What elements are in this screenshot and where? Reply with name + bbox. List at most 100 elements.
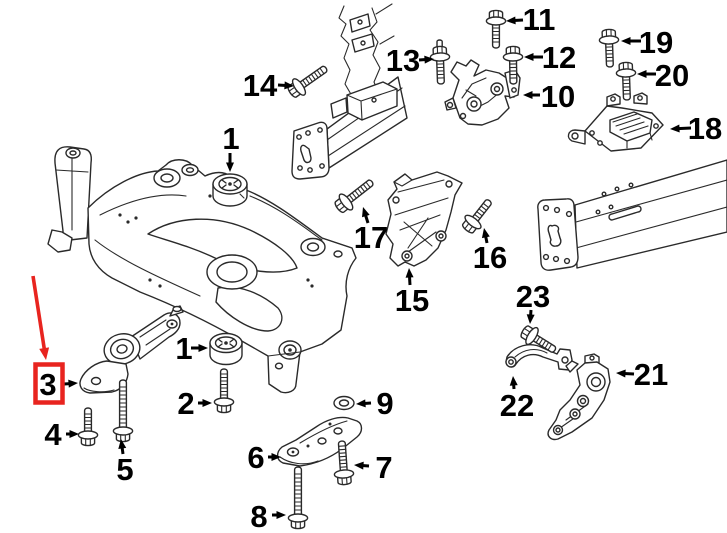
- callout-5: 5: [116, 439, 134, 487]
- callout-13: 13: [386, 43, 434, 78]
- callout-11-number: 11: [523, 2, 556, 37]
- callout-18-line: [677, 126, 692, 131]
- callout-20: 20: [637, 58, 689, 93]
- callout-21-arrowhead: [616, 369, 626, 378]
- callout-5-number: 5: [116, 452, 133, 487]
- callout-17-arrowhead: [362, 207, 370, 218]
- callout-8: 8: [250, 499, 286, 533]
- callout-6-arrowhead: [271, 453, 281, 461]
- part-18-transmission-mount: [567, 92, 664, 152]
- callout-14: 14: [243, 68, 294, 103]
- part-15-bracket: [385, 171, 463, 267]
- callout-12: 12: [524, 40, 576, 75]
- callout-2: 2: [177, 386, 212, 421]
- callout-4-number: 4: [44, 417, 62, 452]
- callout-10: 10: [523, 79, 575, 114]
- callout-15-arrowhead: [405, 268, 414, 278]
- callout-6: 6: [247, 440, 281, 475]
- callout-21-number: 21: [634, 357, 668, 392]
- bolt-20: [615, 61, 638, 102]
- stud-13: [429, 39, 452, 86]
- callout-22-number: 22: [500, 388, 534, 423]
- bolt-2: [213, 368, 235, 414]
- callout-4-arrowhead: [69, 430, 79, 438]
- callout-1-bottom-number: 1: [175, 331, 192, 366]
- callout-19-number: 19: [639, 25, 673, 60]
- callout-9: 9: [356, 386, 394, 421]
- part-9-washer: [333, 395, 355, 411]
- callout-7-arrowhead: [354, 461, 364, 470]
- callout-9-number: 9: [376, 386, 393, 421]
- part-1-mount-bushing-top: [212, 173, 248, 207]
- callout-16-arrowhead: [481, 228, 490, 239]
- callout-10-arrowhead: [523, 91, 533, 99]
- bracket-outline-top: [338, 3, 395, 111]
- callout-19-arrowhead: [621, 37, 631, 45]
- part-3-pendulum-support: [79, 305, 184, 394]
- callout-1-top: 1: [222, 121, 240, 172]
- callout-16-number: 16: [473, 240, 507, 275]
- callout-19: 19: [621, 25, 673, 60]
- callout-18: 18: [670, 111, 722, 146]
- callout-7-number: 7: [375, 450, 392, 485]
- callout-14-arrowhead: [284, 81, 294, 90]
- diagram-artwork: [47, 3, 727, 530]
- callout-17: 17: [354, 207, 388, 255]
- callout-9-arrowhead: [356, 399, 366, 408]
- callout-13-arrowhead: [424, 55, 434, 64]
- part-6-support-arm: [276, 416, 363, 467]
- support-beam-top: [291, 76, 408, 180]
- highlight-box: [33, 362, 65, 405]
- callout-14-number: 14: [243, 68, 278, 103]
- callout-21: 21: [616, 357, 668, 392]
- bolt-19: [598, 28, 621, 69]
- callout-2-number: 2: [177, 386, 194, 421]
- callout-3-arrowhead: [68, 379, 78, 388]
- callout-10-number: 10: [541, 79, 575, 114]
- part-1-mount-bushing-bottom: [209, 332, 243, 366]
- callout-15-line: [407, 275, 412, 286]
- callout-12-arrowhead: [524, 53, 534, 61]
- bolt-17: [331, 173, 379, 217]
- bolt-4: [77, 407, 99, 447]
- bolt-14: [284, 59, 333, 102]
- callout-1-bottom: 1: [175, 331, 208, 366]
- bolt-16: [458, 194, 498, 237]
- callout-6-number: 6: [247, 440, 264, 475]
- callout-13-number: 13: [386, 43, 420, 78]
- callout-8-arrowhead: [276, 511, 286, 519]
- bolt-11: [485, 9, 507, 49]
- callout-1-bottom-arrowhead: [198, 344, 208, 352]
- callout-20-arrowhead: [637, 70, 647, 78]
- callout-11-line: [513, 18, 524, 23]
- callout-22: 22: [500, 376, 534, 423]
- callout-20-number: 20: [655, 58, 689, 93]
- callout-18-arrowhead: [670, 124, 680, 133]
- callout-16: 16: [473, 228, 507, 275]
- callout-21-line: [623, 371, 635, 376]
- highlight-arrowhead: [39, 347, 50, 360]
- part-21-bracket: [547, 353, 611, 441]
- callout-18-number: 18: [688, 111, 722, 146]
- part-22-link: [505, 344, 573, 371]
- callout-8-number: 8: [250, 499, 267, 533]
- subframe-drawing: [47, 146, 357, 394]
- callout-1-top-arrowhead: [226, 162, 234, 172]
- callout-11-arrowhead: [506, 16, 516, 25]
- callout-22-arrowhead: [509, 376, 518, 386]
- callout-4: 4: [44, 417, 79, 452]
- callout-15: 15: [395, 268, 429, 318]
- callout-17-number: 17: [354, 220, 388, 255]
- callout-23-arrowhead: [526, 314, 535, 324]
- callout-11: 11: [506, 2, 555, 37]
- callout-15-number: 15: [395, 283, 429, 318]
- support-beam-right: [537, 159, 727, 271]
- part-10-engine-mount: [444, 59, 521, 126]
- callout-7: 7: [354, 450, 393, 485]
- bolt-8: [287, 466, 309, 530]
- callout-23: 23: [516, 279, 550, 324]
- callout-3: 3: [39, 367, 78, 402]
